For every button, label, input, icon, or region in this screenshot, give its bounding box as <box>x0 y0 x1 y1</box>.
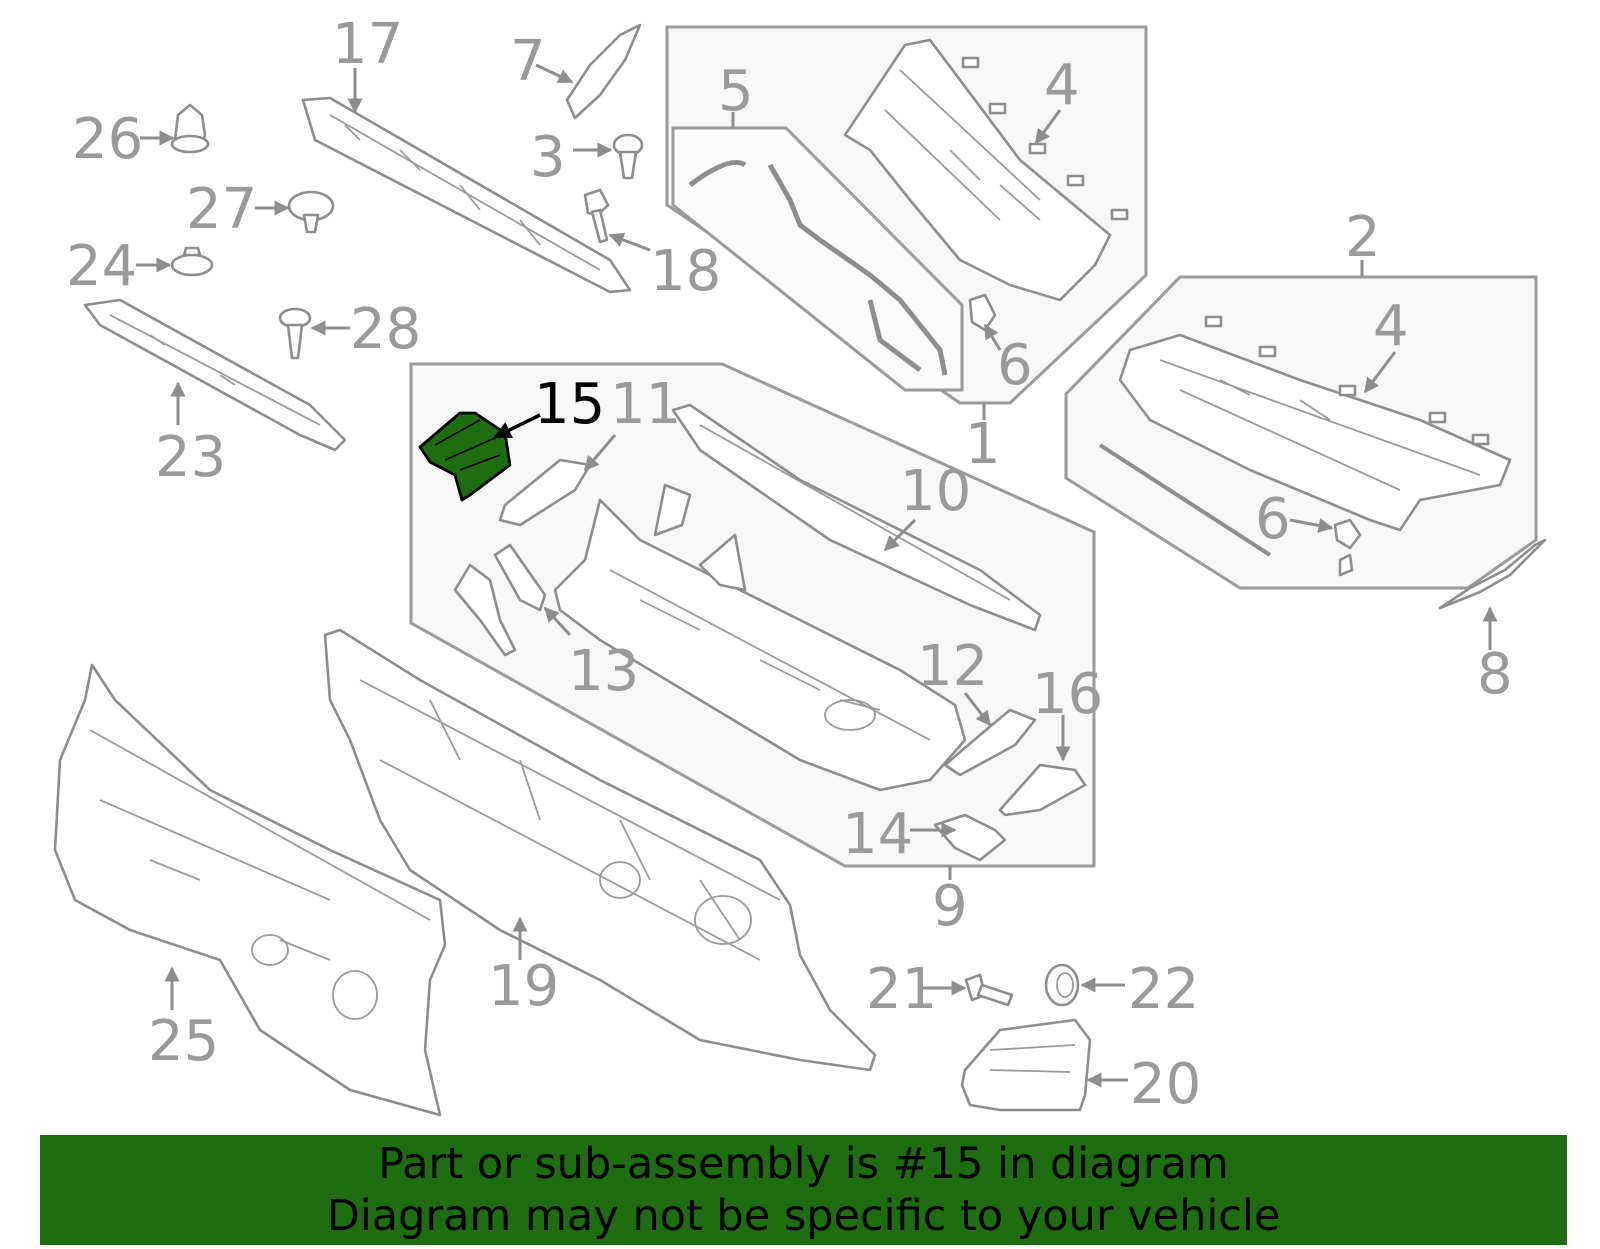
callout-18: 18 <box>650 239 721 304</box>
part-12-bracket <box>943 708 1037 777</box>
part-21-bolt <box>964 973 1014 1007</box>
banner-line-1: Part or sub-assembly is #15 in diagram <box>378 1139 1229 1189</box>
callout-5: 5 <box>718 59 754 124</box>
callout-4: 4 <box>1373 294 1409 359</box>
part-13-bracket <box>453 543 547 657</box>
callout-16: 16 <box>1032 662 1103 727</box>
banner-line-2: Diagram may not be specific to your vehi… <box>326 1191 1281 1241</box>
callout-9: 9 <box>932 874 968 939</box>
callout-4: 4 <box>1044 53 1080 118</box>
callout-8: 8 <box>1477 642 1513 707</box>
part-2-cowl-assembly <box>1098 315 1512 577</box>
part-9-cowl-inner <box>553 498 967 792</box>
part-24-nut <box>170 246 214 277</box>
callout-26: 26 <box>72 107 143 172</box>
part-23-seal <box>83 298 347 452</box>
assembly-1-panel <box>665 25 1148 405</box>
part-28-clip <box>278 307 312 360</box>
callout-14: 14 <box>842 802 913 867</box>
callout-21: 21 <box>866 957 937 1022</box>
callout-10: 10 <box>900 459 971 524</box>
part-7-trim <box>565 23 642 120</box>
callout-12: 12 <box>917 634 988 699</box>
part-17-cowl-bar <box>301 96 632 294</box>
callout-28: 28 <box>350 297 421 362</box>
part-5-washer-hose <box>688 160 948 376</box>
callout-23: 23 <box>155 425 226 490</box>
callout-15-active[interactable]: 15 <box>534 372 605 437</box>
callout-6: 6 <box>997 333 1033 398</box>
part-26-clip <box>170 103 210 154</box>
part-18-bolt <box>583 188 610 244</box>
callout-11: 11 <box>610 372 681 437</box>
info-banner: Part or sub-assembly is #15 in diagram D… <box>40 1135 1567 1245</box>
part-16-bracket <box>998 763 1087 817</box>
part-15-highlighted[interactable] <box>418 411 512 502</box>
callout-13: 13 <box>568 639 639 704</box>
part-8-trim <box>1438 538 1547 610</box>
callout-2: 2 <box>1345 205 1381 270</box>
part-27-clip <box>287 190 335 234</box>
callout-24: 24 <box>66 234 137 299</box>
part-3-clip <box>612 133 644 180</box>
callout-25: 25 <box>148 1009 219 1074</box>
part-19-dash-panel <box>323 628 877 1072</box>
callout-19: 19 <box>488 954 559 1019</box>
part-22-nut <box>1044 963 1080 1007</box>
part-4-clips-b <box>1204 315 1490 446</box>
callout-17: 17 <box>332 12 403 77</box>
callout-22: 22 <box>1128 957 1199 1022</box>
part-25-insulator <box>53 663 447 1117</box>
part-20-bracket <box>960 1018 1092 1112</box>
callout-6: 6 <box>1255 487 1291 552</box>
leader-lines <box>136 63 1498 1088</box>
assembly-5-subpanel <box>671 126 964 392</box>
callout-27: 27 <box>186 177 257 242</box>
callout-1: 1 <box>965 412 1001 477</box>
callout-20: 20 <box>1130 1052 1201 1117</box>
callout-7: 7 <box>510 29 546 94</box>
callout-3: 3 <box>530 125 566 190</box>
part-small-bracket-a <box>653 483 747 592</box>
part-11-bracket <box>498 458 592 527</box>
part-10-cowl-top <box>671 403 1042 632</box>
